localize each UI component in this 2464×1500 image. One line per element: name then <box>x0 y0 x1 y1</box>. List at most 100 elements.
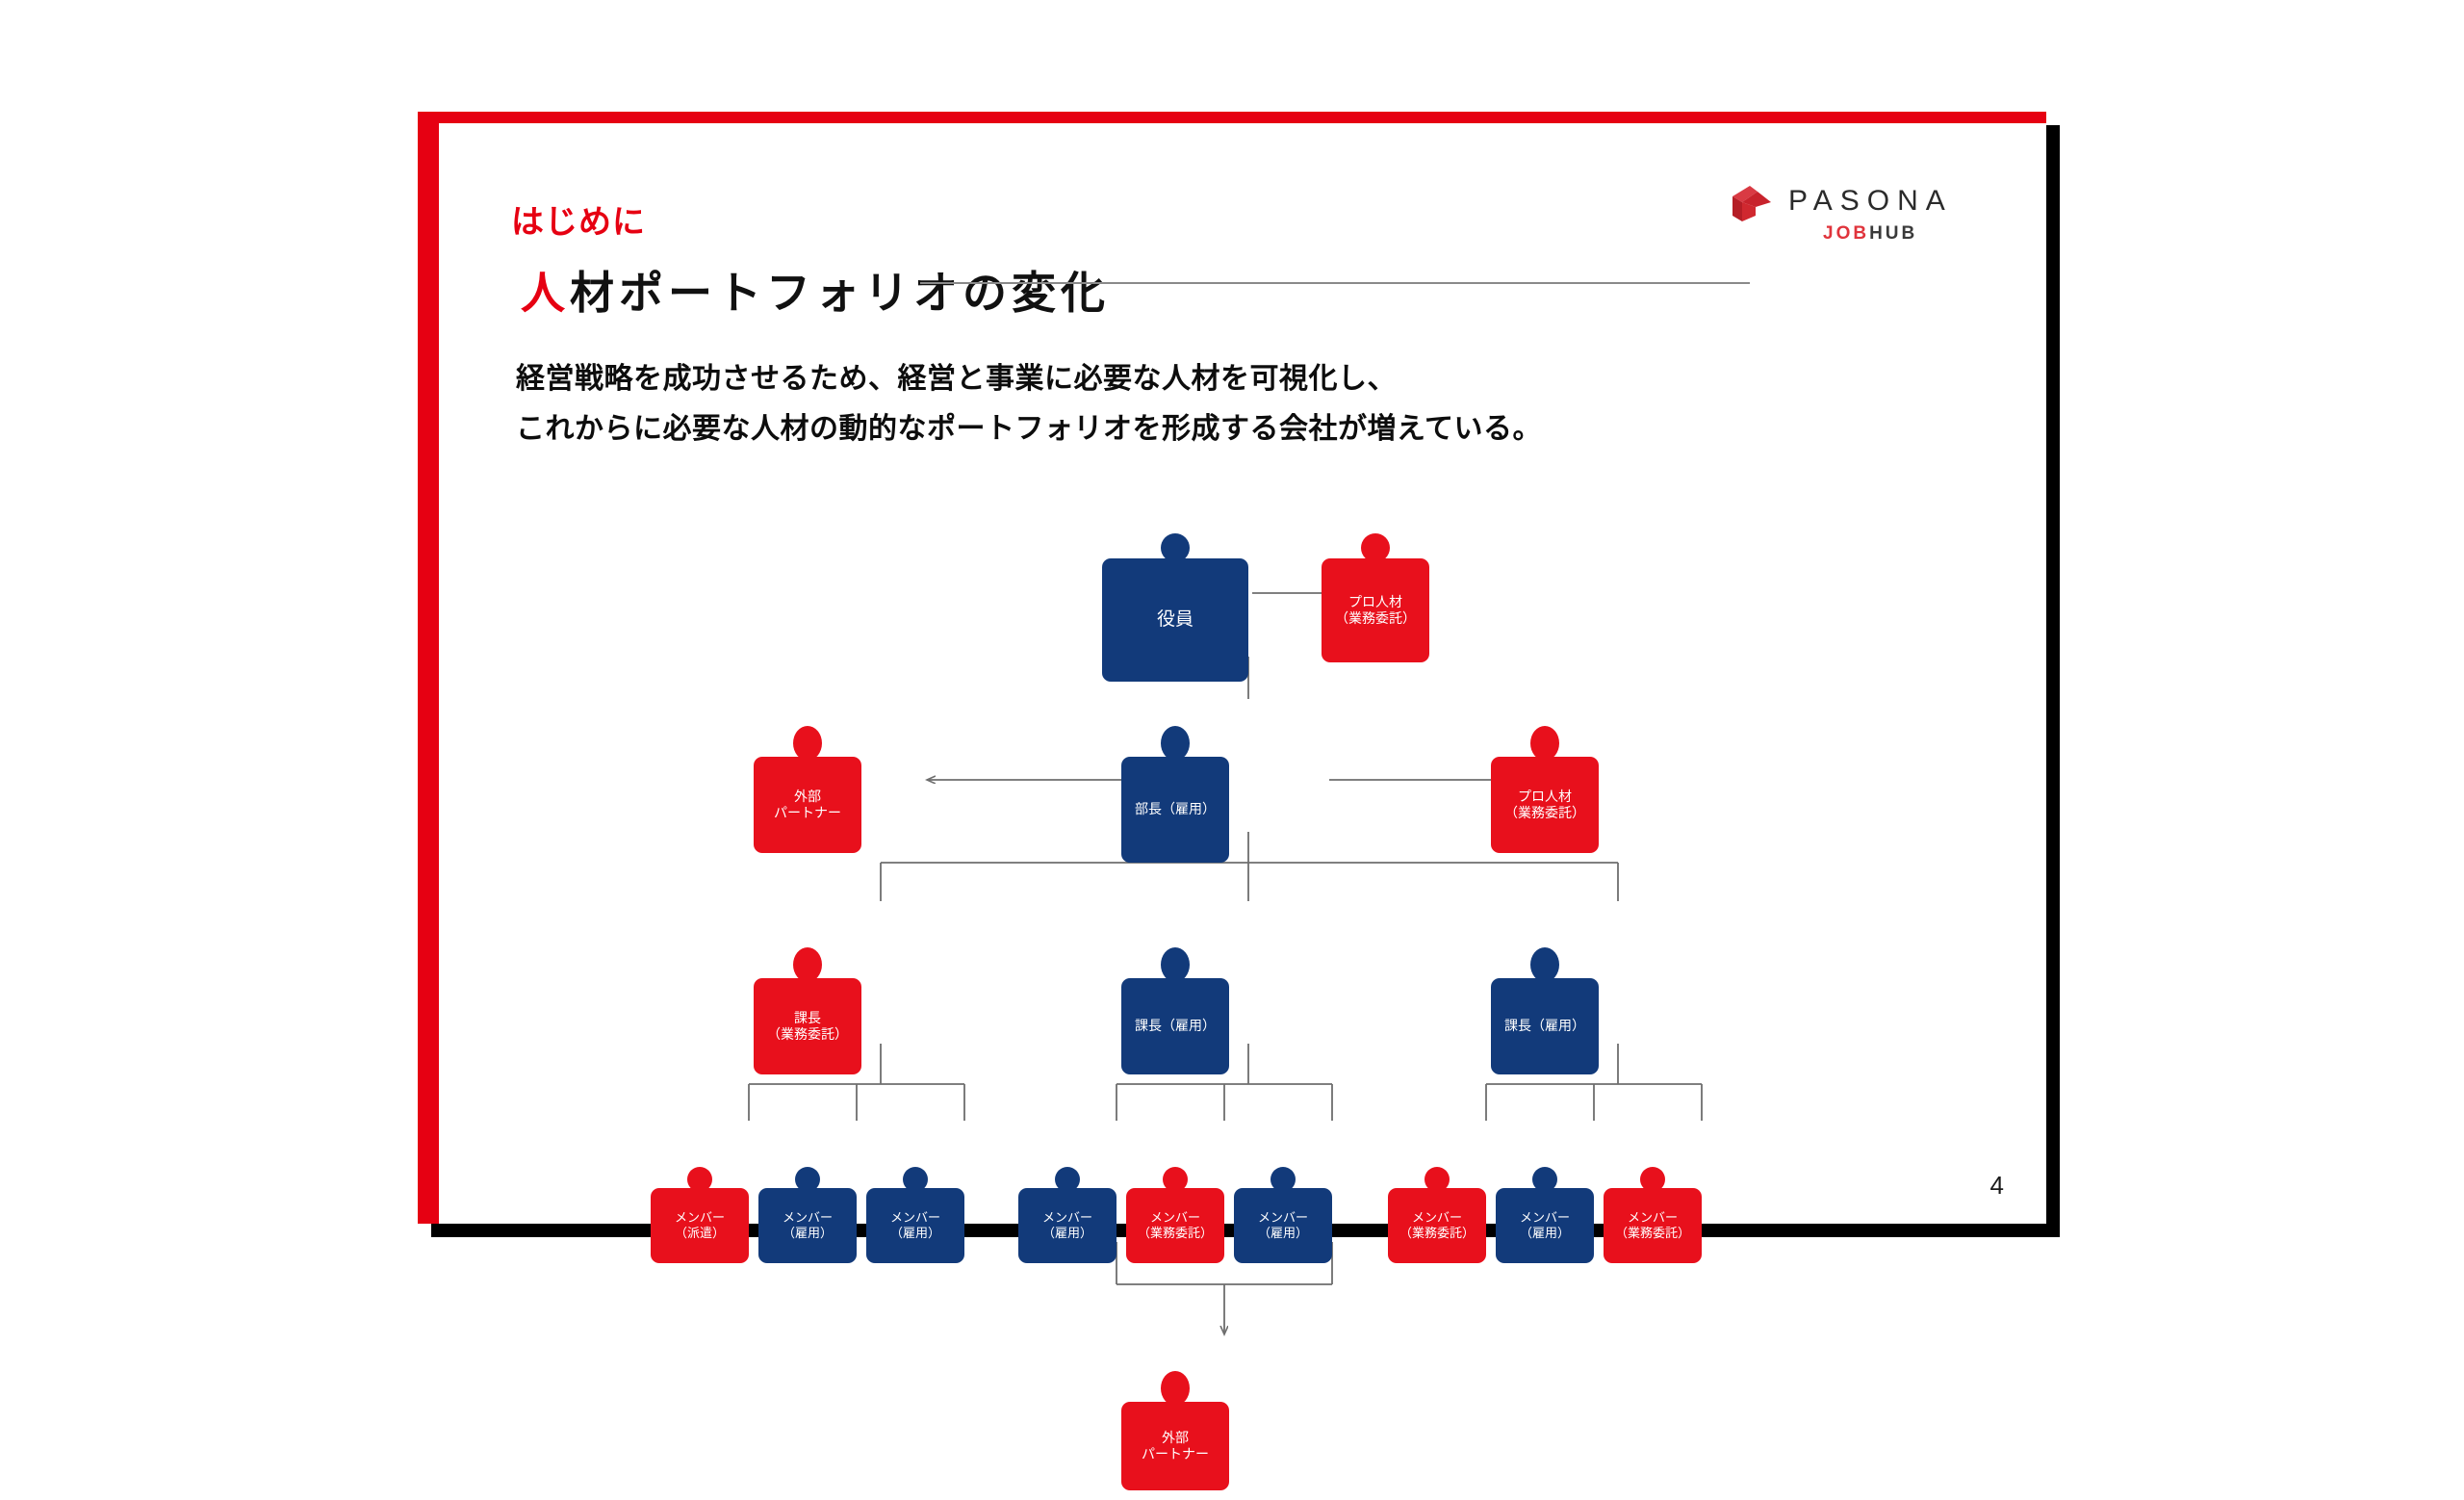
org-node-m2[interactable]: メンバー（雇用） <box>758 1167 857 1273</box>
org-node-label-line1: 課長 <box>794 1009 821 1025</box>
org-node-label-line1: 課長（雇用） <box>1135 1018 1216 1034</box>
org-node-label-line2: （業務委託） <box>1335 610 1416 626</box>
org-node-label-line1: 外部 <box>1162 1429 1189 1445</box>
person-head-icon <box>1640 1167 1665 1192</box>
org-node-label-line2: （派遣） <box>674 1226 725 1240</box>
org-node-m4[interactable]: メンバー（雇用） <box>1018 1167 1116 1273</box>
org-node-label-line1: メンバー <box>1149 1210 1200 1226</box>
org-node-m7[interactable]: メンバー（業務委託） <box>1388 1167 1486 1273</box>
person-head-icon <box>1424 1167 1450 1192</box>
person-head-icon <box>1530 726 1559 761</box>
org-node-label: 課長（業務委託） <box>754 978 861 1074</box>
person-head-icon <box>1161 947 1190 982</box>
org-node-m9[interactable]: メンバー（業務委託） <box>1604 1167 1702 1273</box>
org-node-label: メンバー（雇用） <box>758 1188 857 1263</box>
org-node-label: 外部パートナー <box>1121 1402 1229 1490</box>
page-number: 4 <box>1989 1171 2004 1200</box>
page-title-accent-char: 人 <box>521 268 570 318</box>
org-node-label: メンバー（雇用） <box>1234 1188 1332 1263</box>
org-node-label-line2: （雇用） <box>1041 1226 1092 1240</box>
page-title: 人材ポートフォリオの変化 <box>521 258 1110 322</box>
org-node-kacho_2[interactable]: 課長（雇用） <box>1121 947 1229 1084</box>
org-node-label-line1: メンバー <box>1041 1210 1092 1226</box>
org-node-label: 課長（雇用） <box>1491 978 1599 1074</box>
person-head-icon <box>1361 533 1390 562</box>
person-head-icon <box>687 1167 712 1192</box>
org-node-label-line2: （雇用） <box>782 1226 833 1240</box>
org-node-label: 部長（雇用） <box>1121 757 1229 863</box>
org-node-label: メンバー（業務委託） <box>1604 1188 1702 1263</box>
org-node-label: メンバー（派遣） <box>651 1188 749 1263</box>
org-node-label: プロ人材（業務委託） <box>1322 558 1429 662</box>
org-node-m6[interactable]: メンバー（雇用） <box>1234 1167 1332 1273</box>
org-node-label-line1: メンバー <box>1411 1210 1462 1226</box>
person-head-icon <box>903 1167 928 1192</box>
org-node-label: メンバー（業務委託） <box>1126 1188 1224 1263</box>
page-title-rest: 材ポートフォリオの変化 <box>570 268 1110 318</box>
org-node-m5[interactable]: メンバー（業務委託） <box>1126 1167 1224 1273</box>
org-chart: 役員プロ人材（業務委託）部長（雇用）外部パートナープロ人材（業務委託）課長（業務… <box>651 441 1810 1490</box>
org-node-label-line2: （業務委託） <box>1399 1226 1475 1240</box>
org-node-m1[interactable]: メンバー（派遣） <box>651 1167 749 1273</box>
person-head-icon <box>793 947 822 982</box>
person-head-icon <box>793 726 822 761</box>
person-head-icon <box>1270 1167 1296 1192</box>
person-head-icon <box>1055 1167 1080 1192</box>
logo-subwordmark: JOBHUB <box>1823 223 1917 245</box>
org-node-label-line2: （雇用） <box>1257 1226 1308 1240</box>
org-node-label-line1: 課長（雇用） <box>1504 1018 1585 1034</box>
logo-job-text: JOB <box>1823 223 1870 244</box>
slide-eyebrow-label: はじめに <box>511 204 646 241</box>
org-node-label-line2: パートナー <box>774 805 841 820</box>
org-node-label: メンバー（雇用） <box>1018 1188 1116 1263</box>
org-node-label: 役員 <box>1102 558 1248 682</box>
org-node-label-line2: （業務委託） <box>1614 1226 1690 1240</box>
org-node-label: メンバー（雇用） <box>1496 1188 1594 1263</box>
org-node-label: メンバー（業務委託） <box>1388 1188 1486 1263</box>
org-node-label-line2: （雇用） <box>889 1226 940 1240</box>
person-head-icon <box>1161 533 1190 562</box>
org-node-label-line2: パートナー <box>1142 1446 1209 1461</box>
org-node-kacho_3[interactable]: 課長（雇用） <box>1491 947 1599 1084</box>
org-node-label-line1: プロ人材 <box>1348 593 1402 609</box>
logo-wordmark: PASONA <box>1788 185 1953 217</box>
org-node-label-line1: メンバー <box>782 1210 833 1226</box>
org-node-pro_right[interactable]: プロ人材（業務委託） <box>1491 726 1599 863</box>
org-node-label-line1: プロ人材 <box>1518 788 1572 804</box>
org-node-label-line1: 外部 <box>794 788 821 804</box>
org-node-label: 外部パートナー <box>754 757 861 853</box>
org-node-pro_top[interactable]: プロ人材（業務委託） <box>1322 533 1429 672</box>
org-node-bucho[interactable]: 部長（雇用） <box>1121 726 1229 872</box>
title-underline-rule <box>920 282 1750 284</box>
org-node-m8[interactable]: メンバー（雇用） <box>1496 1167 1594 1273</box>
slide-frame: はじめに PASONA JOBHUB 人材ポートフォリオの変化 経営戦略を成功さ… <box>418 112 2046 1490</box>
org-node-label-line1: メンバー <box>1519 1210 1570 1226</box>
org-node-kacho_1[interactable]: 課長（業務委託） <box>754 947 861 1084</box>
org-node-label-line2: （雇用） <box>1519 1226 1570 1240</box>
pasona-jobhub-logo: PASONA JOBHUB <box>1729 179 2008 256</box>
org-node-label-line1: メンバー <box>1627 1210 1678 1226</box>
org-node-label-line1: メンバー <box>1257 1210 1308 1226</box>
org-node-gaibu_left[interactable]: 外部パートナー <box>754 726 861 863</box>
org-node-label-line1: 役員 <box>1156 609 1194 631</box>
org-node-yakuin[interactable]: 役員 <box>1102 533 1248 691</box>
org-node-label: プロ人材（業務委託） <box>1491 757 1599 853</box>
org-node-m3[interactable]: メンバー（雇用） <box>866 1167 964 1273</box>
lead-line-1: 経営戦略を成功させるため、経営と事業に必要な人材を可視化し、 <box>516 363 1397 395</box>
logo-hub-text: HUB <box>1869 223 1918 244</box>
lead-paragraph: 経営戦略を成功させるため、経営と事業に必要な人材を可視化し、 これからに必要な人… <box>516 354 1719 453</box>
org-node-label: 課長（雇用） <box>1121 978 1229 1074</box>
person-head-icon <box>1161 726 1190 761</box>
org-node-label-line1: メンバー <box>889 1210 940 1226</box>
person-head-icon <box>1532 1167 1557 1192</box>
pasona-origami-mark <box>1732 186 1771 221</box>
org-node-label: メンバー（雇用） <box>866 1188 964 1263</box>
org-node-label-line2: （業務委託） <box>767 1026 848 1042</box>
person-head-icon <box>1161 1371 1190 1406</box>
person-head-icon <box>1530 947 1559 982</box>
slide-canvas: はじめに PASONA JOBHUB 人材ポートフォリオの変化 経営戦略を成功さ… <box>439 123 2046 1490</box>
org-node-gaibu_bottom[interactable]: 外部パートナー <box>1121 1371 1229 1500</box>
org-node-label-line1: メンバー <box>674 1210 725 1226</box>
person-head-icon <box>1163 1167 1188 1192</box>
person-head-icon <box>795 1167 820 1192</box>
